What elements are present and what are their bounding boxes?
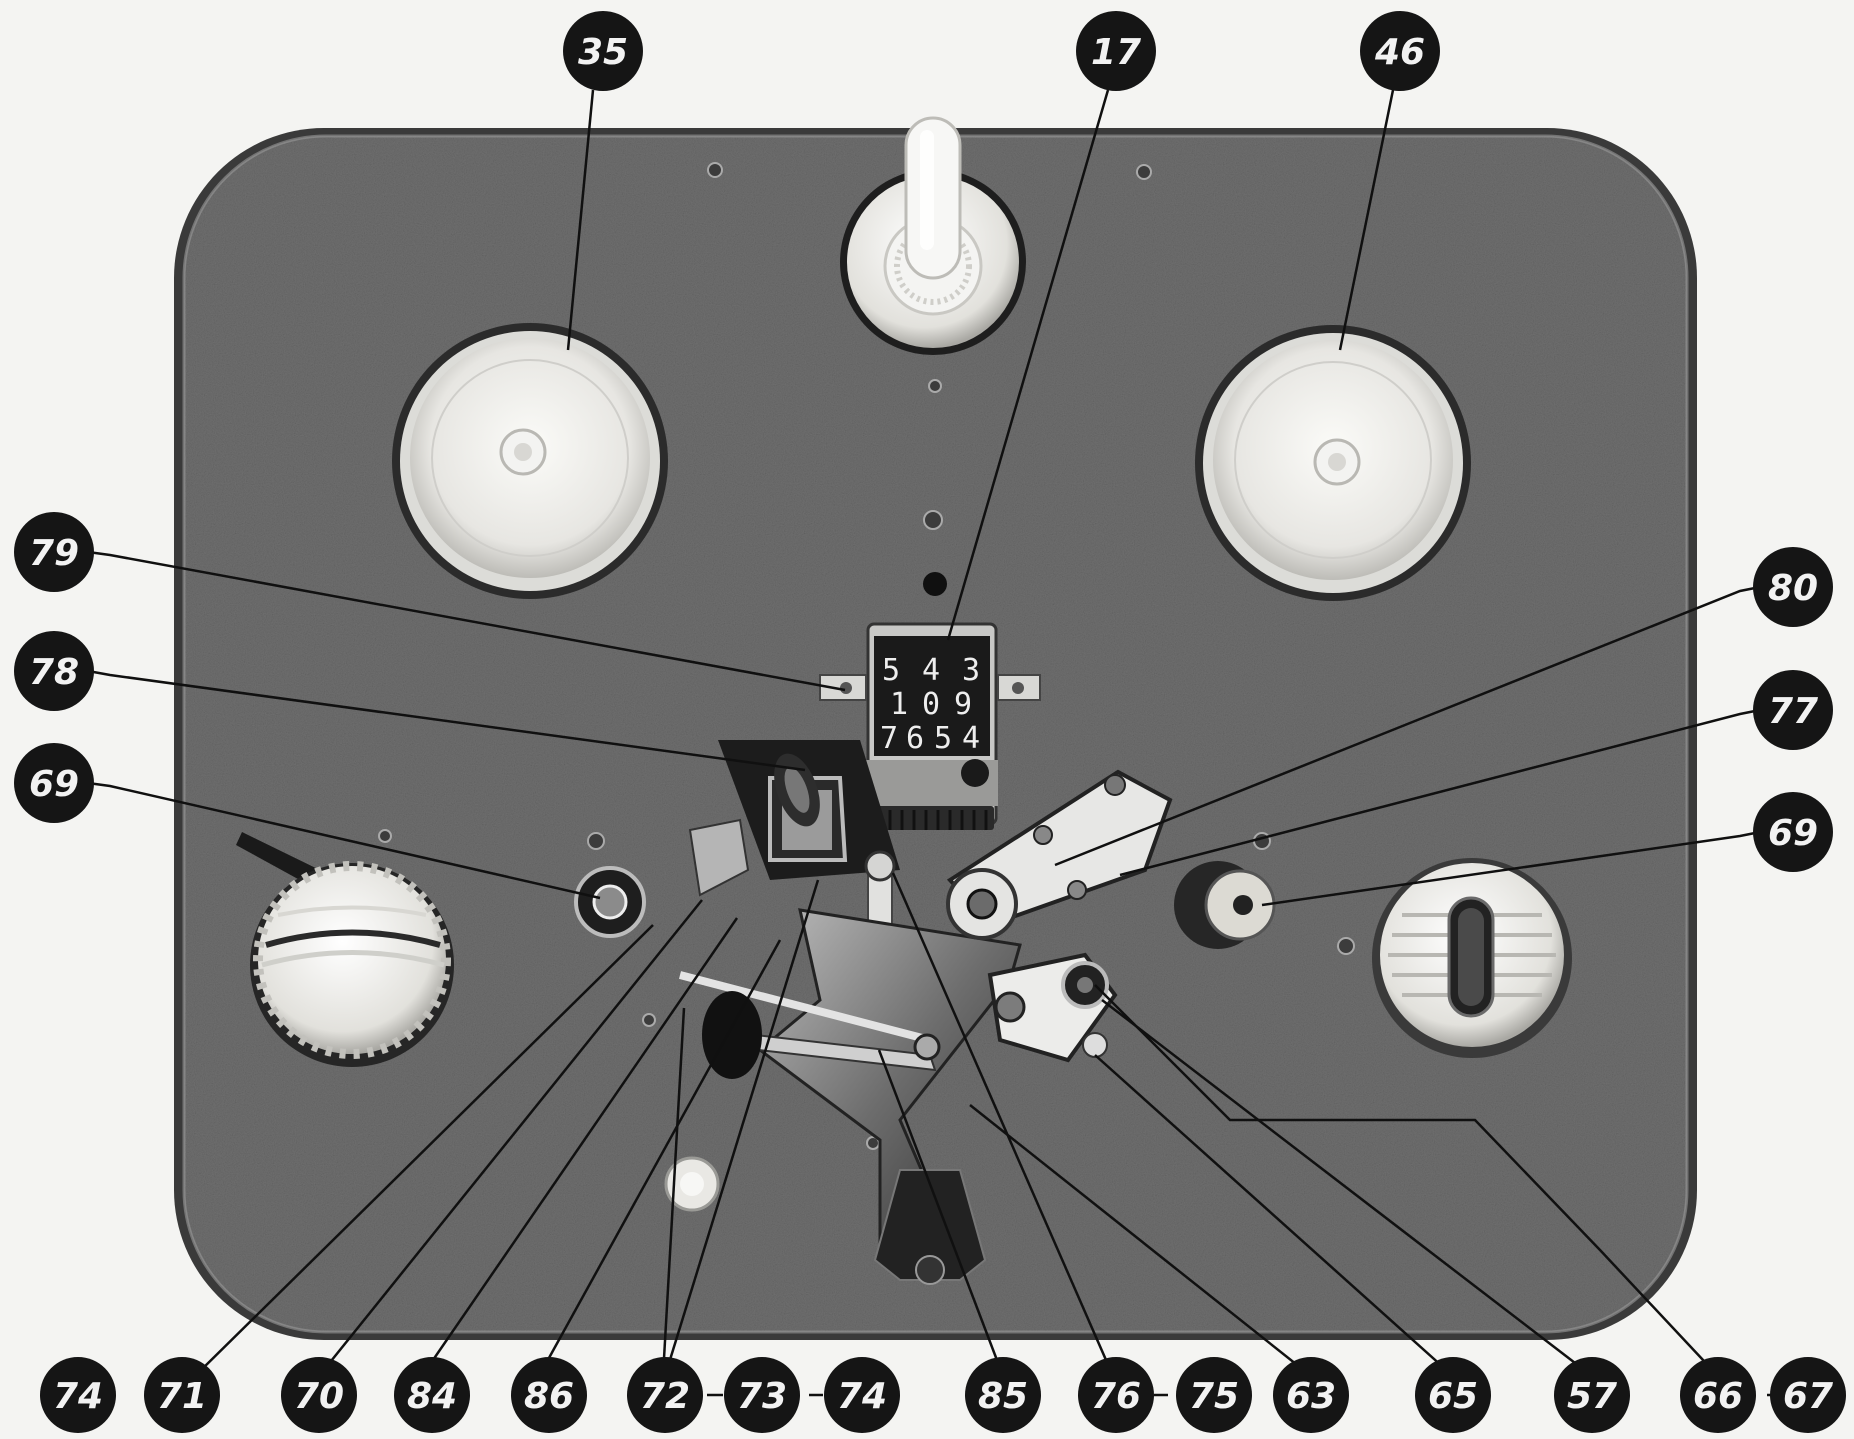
top-selector-knob[interactable] <box>840 116 1026 355</box>
callout-74-mid: 74 <box>824 1357 900 1433</box>
callout-75: 75 <box>1176 1357 1252 1433</box>
callout-35: 35 <box>563 11 643 91</box>
callout-70: 70 <box>281 1357 357 1433</box>
callout-69-right: 69 <box>1753 792 1833 872</box>
svg-text:69: 69 <box>1768 813 1818 854</box>
callout-72: 72 <box>627 1357 703 1433</box>
svg-text:74: 74 <box>53 1376 103 1417</box>
counter-digit: 1 <box>890 687 908 722</box>
callout-78: 78 <box>14 631 94 711</box>
svg-text:67: 67 <box>1783 1376 1833 1417</box>
svg-text:17: 17 <box>1091 32 1141 73</box>
callout-74-left: 74 <box>40 1357 116 1433</box>
callout-77: 77 <box>1753 670 1833 750</box>
svg-text:70: 70 <box>294 1376 344 1417</box>
callout-73: 73 <box>724 1357 800 1433</box>
counter-digit: 6 <box>906 721 924 756</box>
brake-lever[interactable] <box>987 952 1118 1063</box>
svg-text:69: 69 <box>29 764 79 805</box>
callout-84: 84 <box>394 1357 470 1433</box>
svg-text:71: 71 <box>157 1376 207 1417</box>
panel-hole <box>923 572 947 596</box>
right-control-knob[interactable] <box>1372 858 1572 1058</box>
counter-digit: 4 <box>962 721 980 756</box>
left-control-knob[interactable] <box>236 832 454 1067</box>
svg-text:85: 85 <box>978 1376 1028 1417</box>
callout-71: 71 <box>144 1357 220 1433</box>
svg-text:66: 66 <box>1693 1376 1743 1417</box>
head-assembly <box>688 740 900 943</box>
callout-57: 57 <box>1554 1357 1630 1433</box>
svg-text:86: 86 <box>524 1376 574 1417</box>
svg-text:65: 65 <box>1428 1376 1478 1417</box>
svg-text:35: 35 <box>578 32 628 73</box>
counter-digit: 4 <box>922 653 940 688</box>
callout-63: 63 <box>1273 1357 1349 1433</box>
callout-17: 17 <box>1076 11 1156 91</box>
svg-text:84: 84 <box>407 1376 457 1417</box>
tape-counter: 5 4 3 1 0 9 7 6 5 4 <box>819 622 1041 830</box>
svg-text:63: 63 <box>1286 1376 1336 1417</box>
callout-80: 80 <box>1753 547 1833 627</box>
callout-79: 79 <box>14 512 94 592</box>
callout-76: 76 <box>1078 1357 1154 1433</box>
bottom-latch[interactable] <box>873 1169 987 1285</box>
pinch-roller-arm[interactable] <box>946 769 1173 940</box>
svg-text:76: 76 <box>1091 1376 1141 1417</box>
svg-text:77: 77 <box>1768 691 1818 732</box>
callout-69-left: 69 <box>14 743 94 823</box>
right-guide-roller[interactable] <box>1174 861 1276 949</box>
left-reel-spindle[interactable] <box>392 323 668 599</box>
callout-85: 85 <box>965 1357 1041 1433</box>
left-guide-roller[interactable] <box>574 866 646 938</box>
callout-86: 86 <box>511 1357 587 1433</box>
counter-digit: 9 <box>954 687 972 722</box>
right-reel-spindle[interactable] <box>1195 325 1471 601</box>
svg-text:57: 57 <box>1567 1376 1617 1417</box>
svg-text:73: 73 <box>737 1376 787 1417</box>
counter-digit: 0 <box>922 687 940 722</box>
callout-66: 66 <box>1680 1357 1756 1433</box>
counter-digit: 7 <box>880 721 898 756</box>
bottom-small-button[interactable] <box>664 1156 720 1212</box>
svg-text:75: 75 <box>1189 1376 1239 1417</box>
callout-46: 46 <box>1360 11 1440 91</box>
svg-text:79: 79 <box>29 533 79 574</box>
counter-digit: 3 <box>962 653 980 688</box>
svg-text:72: 72 <box>640 1376 690 1417</box>
callout-65: 65 <box>1415 1357 1491 1433</box>
svg-text:74: 74 <box>837 1376 887 1417</box>
svg-text:78: 78 <box>29 652 79 693</box>
svg-text:46: 46 <box>1374 32 1425 73</box>
counter-digit: 5 <box>934 721 952 756</box>
leader-lines <box>87 89 1780 1397</box>
counter-digit: 5 <box>882 653 900 688</box>
svg-text:80: 80 <box>1768 568 1818 609</box>
callout-67: 67 <box>1770 1357 1846 1433</box>
